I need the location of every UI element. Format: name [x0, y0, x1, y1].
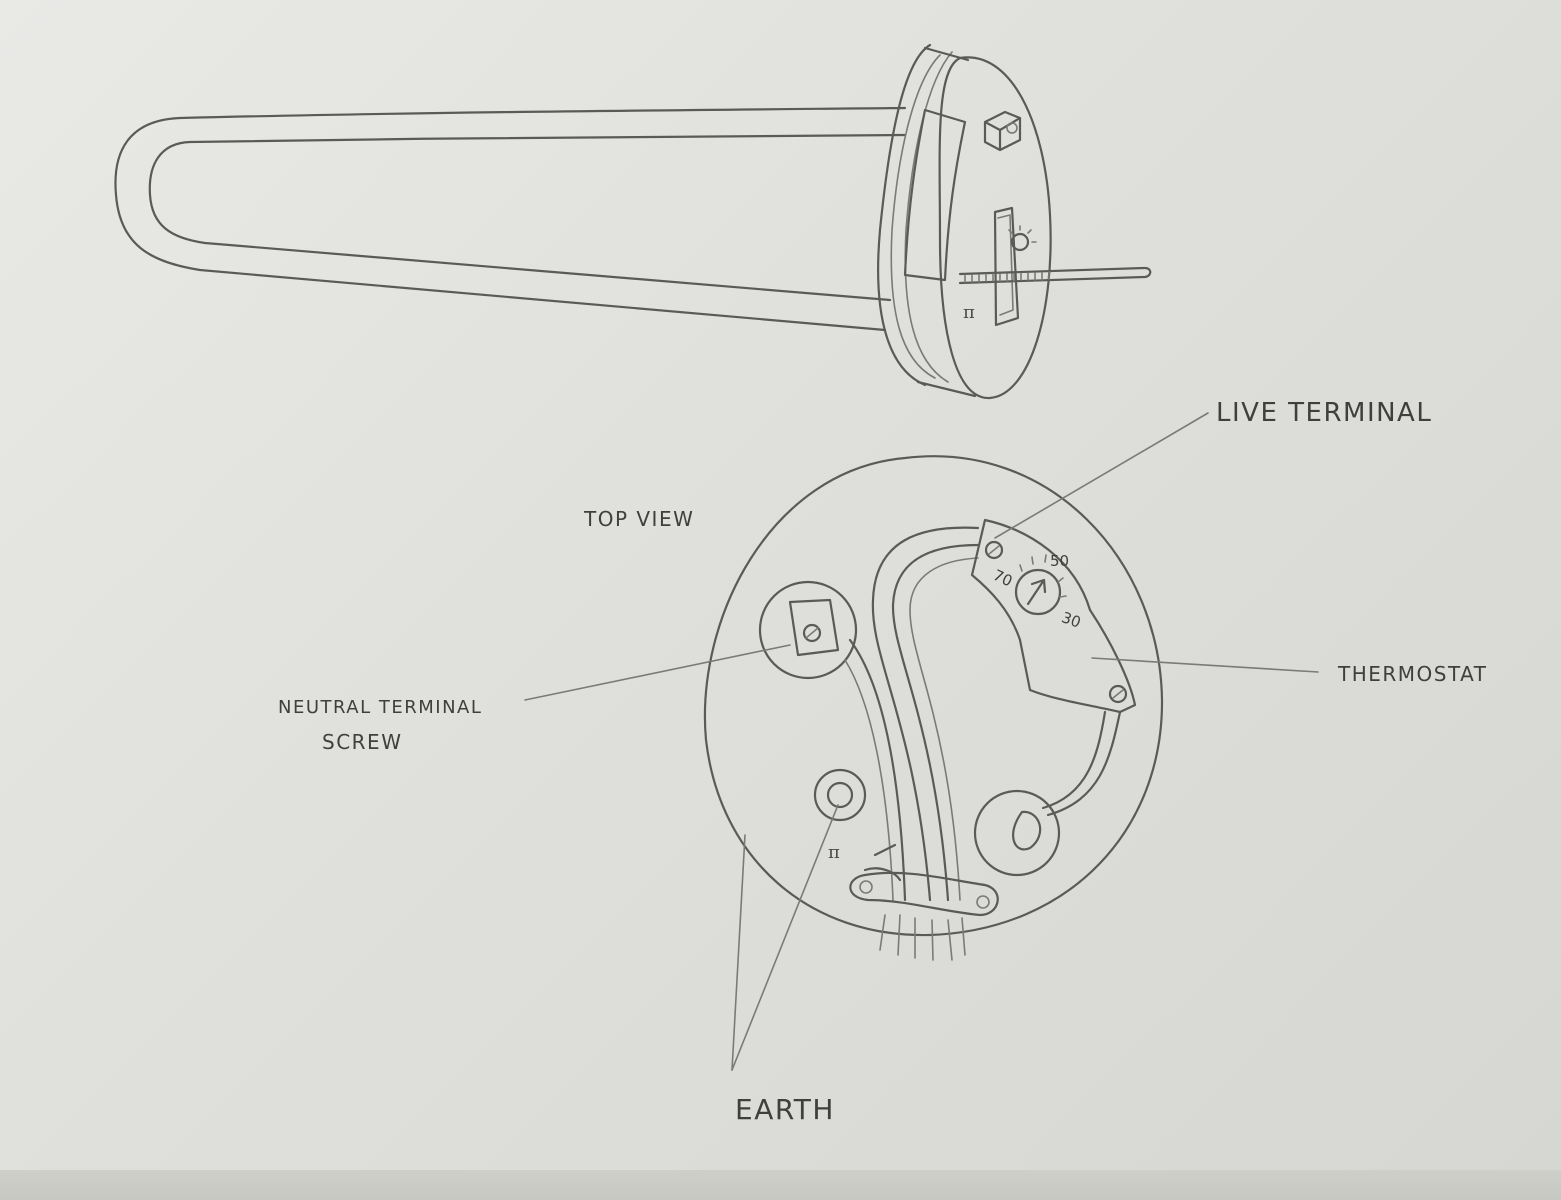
earth-symbol-perspective: π: [963, 302, 975, 323]
boss-rim-outer: [877, 43, 932, 387]
thermostat-body-side: [993, 206, 1020, 327]
wire-neutral-1: [848, 638, 907, 902]
thermostat-rod-texture: [964, 271, 1050, 283]
wire-live-outer: [871, 526, 980, 902]
wire-live-inner: [891, 543, 980, 902]
label-thermostat: THERMOSTAT: [1338, 662, 1488, 686]
boss-thread-1: [890, 54, 941, 379]
paper-fold-edge: [0, 1170, 1561, 1200]
neutral-terminal-screw: [802, 623, 822, 643]
dial-mark-70: 70: [990, 566, 1015, 590]
leader-earth-2: [731, 804, 839, 1071]
flange-outline-top: [703, 455, 1164, 937]
label-neutral-terminal-line1: NEUTRAL TERMINAL: [278, 697, 483, 718]
dial-mark-50: 50: [1050, 552, 1069, 570]
thermostat-dial: [1014, 568, 1062, 616]
hex-band: [903, 108, 967, 282]
leader-neutral-terminal: [524, 644, 791, 701]
flange-face: [938, 56, 1052, 400]
thermostat-plate: [970, 518, 1137, 714]
thermostat-dial-arrow: [1026, 578, 1047, 606]
cable-clamp: [849, 871, 999, 917]
leader-lines: [524, 412, 1319, 1071]
thermostat-rod: [958, 266, 1152, 285]
thermostat-mount-screw: [1108, 684, 1128, 704]
wire-neutral-2: [844, 659, 894, 901]
live-terminal-screw: [984, 540, 1004, 560]
thermostat-dial-ticks: [1019, 554, 1067, 598]
earth-strap: [863, 843, 902, 882]
terminal-screw-small: [1006, 122, 1018, 134]
capillary-tube-inner: [1041, 710, 1107, 810]
capillary-tube-outer: [1046, 710, 1122, 817]
earth-symbol-top: π: [828, 842, 840, 863]
earth-terminal-nut: [826, 781, 854, 809]
earth-terminal-boss: [813, 768, 867, 822]
leader-live-terminal: [994, 412, 1209, 539]
label-neutral-terminal-line2: SCREW: [322, 730, 403, 754]
wire-live-mid: [909, 557, 979, 901]
label-earth: EARTH: [735, 1093, 835, 1126]
sensor-bulb: [1012, 810, 1042, 851]
terminal-block-small: [983, 110, 1022, 152]
dial-mark-30: 30: [1059, 608, 1083, 631]
thermostat-dial-rays: [1008, 225, 1037, 243]
leader-thermostat: [1091, 657, 1319, 673]
label-top-view: TOP VIEW: [584, 507, 695, 531]
thermostat-body-inner: [997, 214, 1014, 316]
top-view: π 50 70 30: [703, 455, 1164, 961]
label-live-terminal: LIVE TERMINAL: [1216, 398, 1433, 428]
boss-thread-2: [904, 51, 953, 383]
perspective-view: π: [114, 43, 1152, 400]
cable-ends: [879, 914, 966, 961]
neutral-terminal-boss: [758, 580, 858, 680]
element-tube-outer: [114, 106, 907, 332]
sensor-pocket: [973, 789, 1061, 877]
leader-earth-1: [731, 834, 746, 1071]
neutral-terminal-block: [788, 598, 840, 657]
thermostat-dial-small: [1010, 232, 1030, 252]
boss-bottom-edge: [916, 380, 977, 398]
